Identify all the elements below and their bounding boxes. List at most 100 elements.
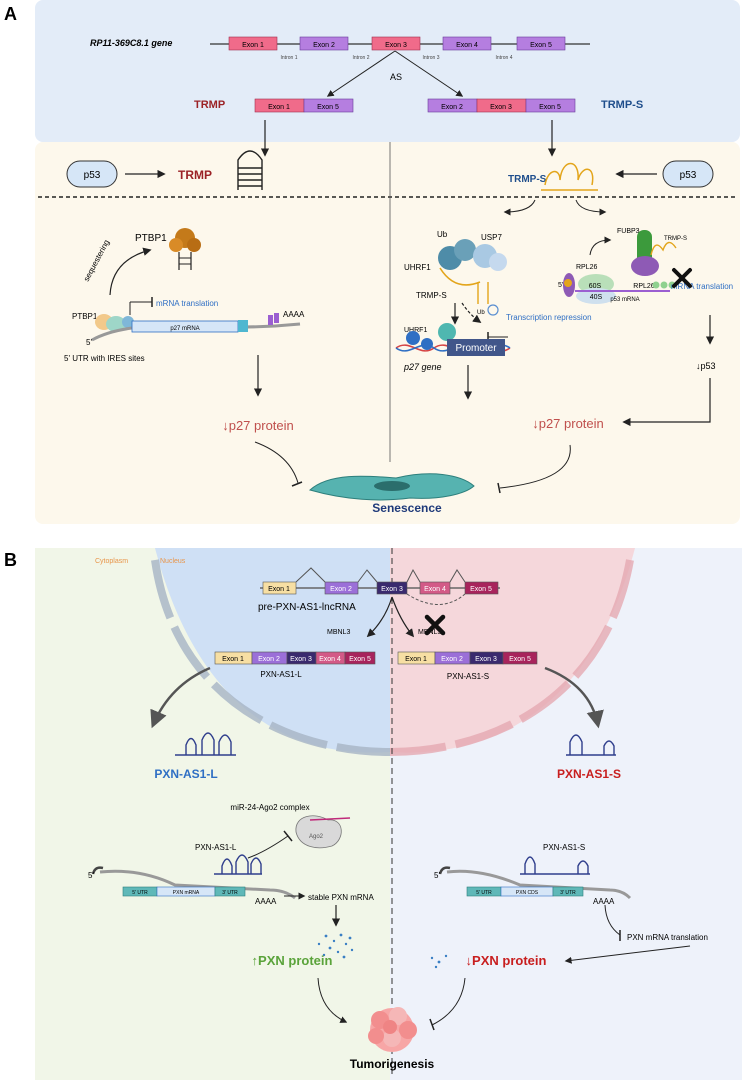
lnc-s-bound-icon — [520, 856, 590, 875]
polya-b-left: AAAA — [255, 897, 277, 906]
trmp-s-label: TRMP-S — [601, 99, 643, 111]
panel-a-gene-area — [35, 0, 740, 142]
polya-b-right: AAAA — [593, 897, 615, 906]
nuclear-envelope-right — [389, 559, 634, 756]
ago2-inhibit-line — [247, 835, 289, 859]
trmp-hairpin-icon — [237, 150, 263, 190]
svg-text:Intron 1: Intron 1 — [281, 55, 298, 61]
pre-lncrna-label: pre-PXN-AS1-lncRNA — [258, 602, 356, 613]
trmp-s-transcript: Exon 2 Exon 3 Exon 5 — [427, 98, 576, 113]
five-prime-b-left: 5' — [88, 871, 94, 880]
svg-text:Exon 3: Exon 3 — [475, 656, 497, 663]
transcription-repression-label: Transcription repression — [506, 313, 592, 322]
p53-mrna-label: p53 mRNA — [610, 297, 639, 303]
svg-text:Exon 5: Exon 5 — [349, 656, 371, 663]
gene-exons: Exon 1 Exon 2 Exon 3 Exon 4 Exon 5 — [228, 36, 566, 51]
pxn-as1-s-isoform: Exon 1 Exon 2 Exon 3 Exon 5 — [397, 651, 538, 665]
pxn-as1-l-isoform: Exon 1 Exon 2 Exon 3 Exon 4 Exon 5 — [214, 651, 376, 665]
pxn-protein-down: ↓PXN protein — [466, 953, 547, 968]
pxn-as1-s-rna-icon — [566, 734, 616, 756]
sixty-s-label: 60S — [589, 283, 602, 290]
pre-lncrna-gene: Exon 1 Exon 2 Exon 3 Exon 4 Exon 5 — [260, 567, 500, 605]
p53-right-box — [662, 160, 714, 188]
up-to-tumor-arrow — [317, 977, 348, 1023]
ribosome-icon — [95, 314, 134, 332]
cross-icon-b — [424, 614, 446, 636]
nuclear-envelope-left — [151, 559, 391, 756]
mir24-ago2-label: miR-24-Ago2 complex — [230, 803, 309, 812]
ago2-text: Ago2 — [309, 834, 324, 840]
sequestering-arrow — [109, 247, 152, 296]
ub-circle-icon — [487, 304, 499, 316]
gene-exon-1: Exon 1 — [242, 42, 264, 49]
p53-left-box — [66, 160, 118, 188]
ub-label: Ub — [437, 230, 448, 239]
svg-text:Exon 5: Exon 5 — [317, 104, 339, 111]
tumorigenesis-label: Tumorigenesis — [350, 1057, 435, 1071]
translation-to-protein-arrow — [564, 945, 691, 964]
p27-mrna-label: p27 mRNA — [170, 326, 199, 332]
promoter-label: Promoter — [455, 343, 497, 354]
nucleus-right — [390, 548, 635, 753]
svg-text:Exon 2: Exon 2 — [330, 586, 352, 593]
pxn-mrna-right — [438, 866, 632, 900]
svg-text:Exon 1: Exon 1 — [268, 586, 290, 593]
uhrf1-small-label: UHRF1 — [404, 327, 427, 334]
as-label: AS — [390, 72, 402, 82]
cytoplasm-label: Cytoplasm — [95, 558, 128, 565]
svg-text:Exon 1: Exon 1 — [268, 104, 290, 111]
nucleus-label: Nucleus — [160, 558, 186, 565]
trmp-s-small-label: TRMP-S — [664, 236, 687, 242]
fubp3-label: FUBP3 — [617, 228, 640, 235]
gene-exon-4: Exon 4 — [456, 42, 478, 49]
short-isoform-name: PXN-AS1-S — [447, 672, 489, 681]
pxn-protein-dots-left — [317, 933, 354, 959]
mrna-translation-right: mRNA translation — [671, 282, 733, 291]
trmp-transcript: Exon 1 Exon 5 — [254, 98, 354, 113]
fubp3-complex-icon — [631, 230, 677, 276]
trmp-s-mid-label: TRMP-S — [508, 174, 547, 185]
pxn-as1-l-rna-icon — [175, 732, 236, 756]
stable-pxn-label: stable PXN mRNA — [308, 893, 374, 902]
svg-text:Exon 5: Exon 5 — [509, 656, 531, 663]
p53-left-text: p53 — [84, 170, 101, 181]
long-isoform-name: PXN-AS1-L — [260, 670, 302, 679]
five-prime-right: 5' — [558, 282, 563, 289]
trmp-label: TRMP — [194, 99, 225, 111]
gene-exon-2: Exon 2 — [313, 42, 335, 49]
lnc-l-label: PXN-AS1-L — [195, 843, 237, 852]
down-to-tumor-inhibit — [431, 977, 466, 1026]
ago2-inhibit-bar — [283, 830, 293, 842]
lnc-s-label: PXN-AS1-S — [543, 843, 585, 852]
ub-small-label: Ub — [477, 310, 485, 316]
svg-text:Exon 5: Exon 5 — [470, 586, 492, 593]
svg-text:Intron 3: Intron 3 — [423, 55, 440, 61]
gene-exon-3: Exon 3 — [385, 42, 407, 49]
svg-text:Exon 4: Exon 4 — [424, 586, 446, 593]
panel-a-mechanism-area — [35, 142, 740, 524]
ptbp1-label: PTBP1 — [72, 312, 98, 321]
ub-dashed-arrow — [461, 302, 482, 323]
utr-ires-label: 5' UTR with IRES sites — [64, 354, 145, 363]
p27-mrna-strand — [91, 313, 301, 342]
p53-mrna-ribosome-icon — [563, 273, 676, 304]
translation-inhibit-curve — [604, 904, 621, 936]
p27-protein-right: ↓p27 protein — [532, 416, 604, 431]
svg-text:Exon 5: Exon 5 — [539, 104, 561, 111]
p53-right-text: p53 — [680, 170, 697, 181]
svg-text:Exon 3: Exon 3 — [381, 586, 403, 593]
panel-b-letter: B — [4, 550, 17, 570]
five-prime-b-right: 5' — [434, 871, 440, 880]
dna-helix-icon — [395, 323, 511, 356]
svg-text:Intron 4: Intron 4 — [496, 55, 513, 61]
svg-text:Intron 2: Intron 2 — [353, 55, 370, 61]
gene-exon-5: Exon 5 — [530, 42, 552, 49]
mbnl3-left: MBNL3 — [327, 629, 350, 636]
svg-text:Exon 4: Exon 4 — [319, 656, 341, 663]
ptbp1-top-label: PTBP1 — [135, 233, 167, 244]
mbnl3-left-arrow — [366, 596, 393, 638]
rpl26-label: RPL26 — [633, 283, 655, 290]
pxn-as1-l-title: PXN-AS1-L — [154, 767, 217, 781]
trmp-mid-label: TRMP — [178, 168, 212, 182]
usp7-label: USP7 — [481, 233, 502, 242]
